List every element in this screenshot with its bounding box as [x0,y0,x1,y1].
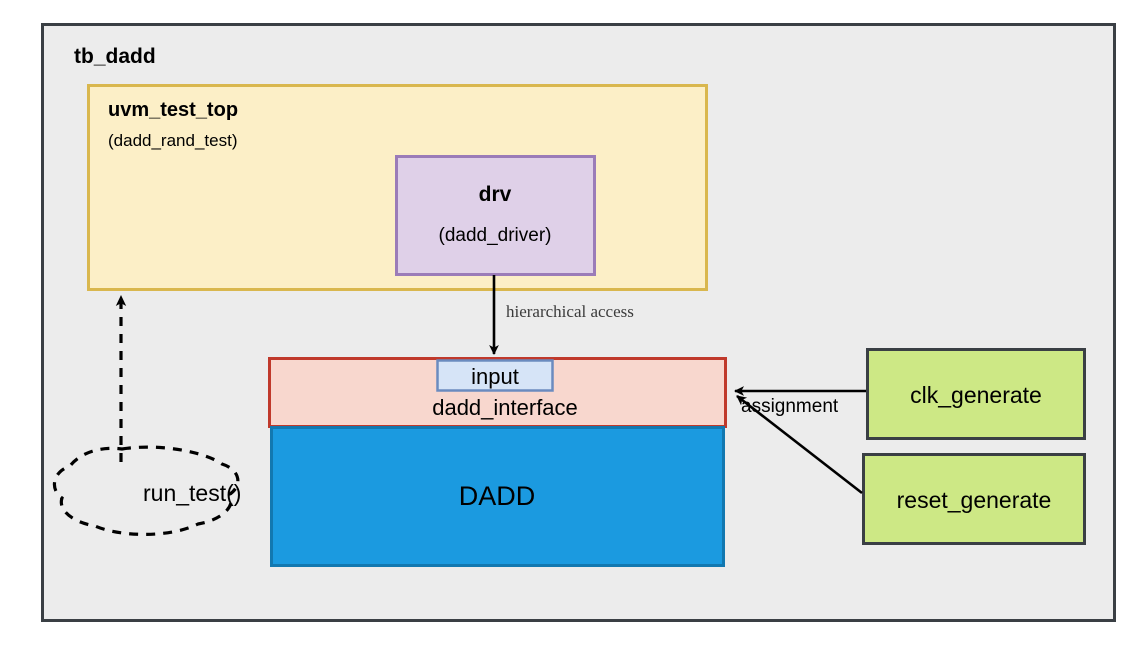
drv-label: drv [479,183,512,206]
dadd-dut-label: DADD [459,481,536,511]
block-drv [395,155,596,276]
block-run-test-cloud [52,445,240,536]
block-reset-generate [862,453,1086,545]
uvm-test-top-label: uvm_test_top [108,99,238,121]
uvm-test-top-sublabel: (dadd_rand_test) [108,131,237,150]
run-test-label: run_test() [143,480,241,506]
clk-generate-label: clk_generate [910,382,1042,408]
drv-sublabel: (dadd_driver) [439,225,552,246]
tb-dadd-title: tb_dadd [74,45,156,68]
dadd-interface-label: dadd_interface [432,395,578,420]
block-input-port [436,359,554,392]
assignment-label: assignment [741,396,839,417]
reset-generate-label: reset_generate [897,487,1052,513]
block-clk-generate [866,348,1086,440]
connector-assignment-reset [736,394,863,495]
block-dadd-dut [270,426,725,567]
hierarchical-access-label: hierarchical access [506,302,634,321]
input-port-label: input [471,364,519,389]
